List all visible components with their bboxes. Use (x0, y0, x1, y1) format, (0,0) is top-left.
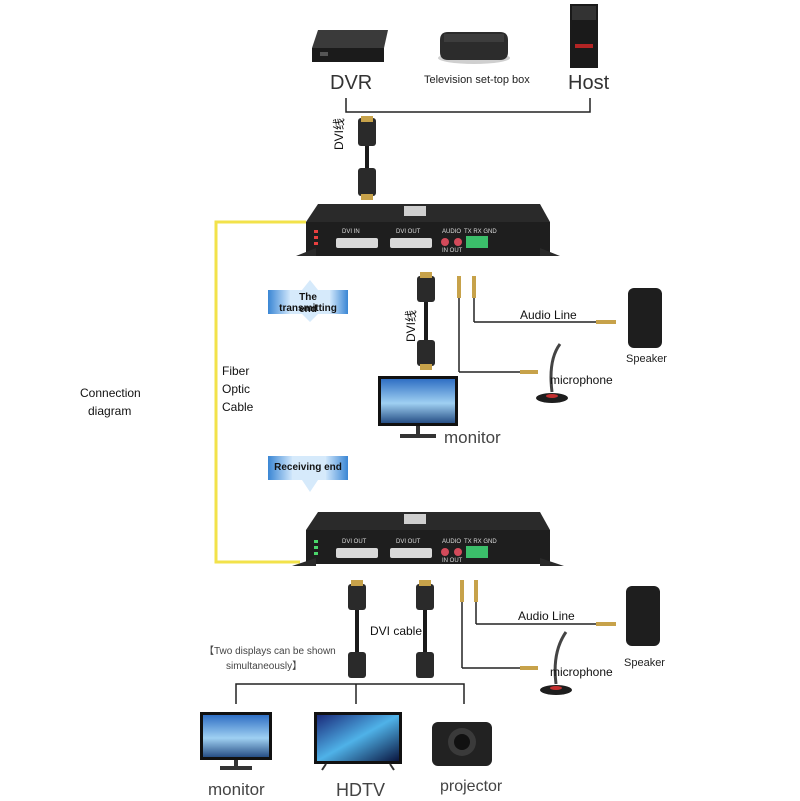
tx-port-dvi-in: DVI IN (342, 229, 360, 235)
dvr-label: DVR (330, 72, 373, 94)
rx-port-dvi-out-1: DVI OUT (342, 539, 367, 545)
dvr-device (312, 30, 388, 62)
rx-dvi-cable-label: DVI cable (370, 624, 423, 638)
rx-dvi-cable-2 (416, 580, 434, 678)
tx-speaker-label: Speaker (626, 353, 667, 365)
rx-audio-cables (460, 580, 616, 670)
receiving-end-badge (268, 456, 348, 492)
rx-speaker-device (626, 586, 660, 646)
hdtv-device (314, 712, 402, 771)
fiber-label-line1: Fiber (222, 364, 250, 378)
transmitting-end-badge (268, 280, 348, 322)
transmitting-end-label-line2: end (299, 304, 317, 315)
tx-port-audio: AUDIO (442, 229, 462, 235)
transmitting-end-label-line1: The transmitting (279, 292, 337, 314)
tx-monitor-device (378, 376, 458, 438)
tx-speaker-device (628, 288, 662, 348)
fiber-label-line2: Optic (222, 382, 251, 396)
tx-port-tx-rx-gnd: TX RX GND (464, 229, 497, 235)
rx-port-dvi-out-2: DVI OUT (396, 539, 421, 545)
rx-port-tx-rx-gnd: TX RX GND (464, 539, 497, 545)
rx-microphone-device (540, 631, 572, 695)
rx-port-audio: AUDIO (442, 539, 462, 545)
rx-dvi-cable-1 (348, 580, 366, 678)
tx-monitor-label: monitor (444, 428, 501, 447)
two-displays-note-line2: simultaneously】 (226, 661, 303, 672)
projector-device (432, 722, 492, 766)
tx-port-dvi-out: DVI OUT (396, 229, 421, 235)
rx-port-in-out: IN OUT (442, 558, 463, 564)
tx-dvi-cable-label: DVI线 (404, 309, 418, 342)
host-pc-device (570, 4, 598, 68)
tx-port-in-out: IN OUT (442, 248, 463, 254)
tx-audio-line-label: Audio Line (520, 308, 577, 322)
tx-dvi-cable (417, 272, 435, 370)
top-dvi-cable (358, 116, 376, 200)
host-label: Host (568, 72, 610, 94)
rx-microphone-label: microphone (550, 665, 613, 679)
transmitter-unit (296, 204, 560, 256)
receiver-unit (292, 512, 564, 566)
top-dvi-cable-label: DVI线 (332, 117, 346, 150)
set-top-box-label: Television set-top box (424, 74, 530, 86)
tx-audio-cables (457, 276, 616, 374)
receiving-end-label: Receiving end (274, 462, 342, 473)
tx-microphone-device (536, 343, 568, 403)
two-displays-note-line1: 【Two displays can be shown (204, 646, 336, 657)
bottom-monitor-device (200, 712, 272, 770)
rx-speaker-label: Speaker (624, 657, 665, 669)
set-top-box-device (438, 32, 510, 64)
projector-label: projector (440, 778, 503, 795)
connection-diagram-title-line1: Connection (80, 386, 141, 400)
rx-audio-line-label: Audio Line (518, 609, 575, 623)
connection-diagram-title-line2: diagram (88, 404, 132, 418)
fiber-optic-line (214, 220, 306, 564)
hdtv-label: HDTV (336, 780, 385, 800)
fiber-label-line3: Cable (222, 400, 254, 414)
tx-microphone-label: microphone (550, 373, 613, 387)
bottom-monitor-label: monitor (208, 780, 265, 799)
